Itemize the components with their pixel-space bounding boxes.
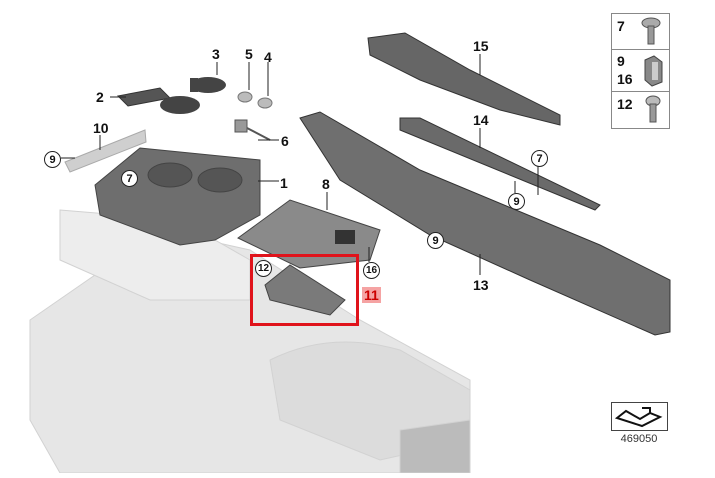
callout-4: 4	[264, 49, 272, 65]
callout-14: 14	[473, 112, 489, 128]
document-number: 469050	[620, 433, 658, 445]
callout-15: 15	[473, 38, 489, 54]
part-14-strip	[399, 117, 601, 211]
callout-8: 8	[322, 176, 330, 192]
flange-screw-icon	[641, 17, 661, 45]
circled-callout-12: 12	[255, 260, 272, 277]
legend-row-9-16[interactable]: 9 16	[612, 50, 669, 92]
legend-row-7[interactable]: 7	[612, 14, 669, 50]
part-8-trim	[237, 199, 381, 269]
part-15-trim	[367, 32, 561, 126]
callout-6: 6	[281, 133, 289, 149]
leader-lines	[61, 54, 539, 275]
screw-icon	[645, 95, 661, 123]
circled-callout-16: 16	[363, 262, 380, 279]
part-6-socket	[234, 119, 271, 141]
arrow-symbol-icon	[614, 407, 663, 428]
callout-10: 10	[93, 120, 109, 136]
callout-13: 13	[473, 277, 489, 293]
circled-callout-9: 9	[44, 151, 61, 168]
callout-1: 1	[280, 175, 288, 191]
center-console-ghost	[29, 209, 471, 474]
part-1-cupholder	[94, 147, 261, 246]
part-3-discs	[160, 77, 226, 114]
circled-callout-7: 7	[531, 150, 548, 167]
highlight-box-part-11[interactable]	[250, 254, 359, 326]
part-13-panel	[299, 111, 671, 336]
circled-callout-9: 9	[427, 232, 444, 249]
legend-row-12[interactable]: 12	[612, 92, 669, 128]
callout-5: 5	[245, 46, 253, 62]
parts-4-5-caps	[237, 91, 273, 109]
fastener-legend: 7 9 16 12	[611, 13, 670, 129]
callout-3: 3	[212, 46, 220, 62]
document-reference-icon	[611, 402, 668, 431]
clip-nut-icon	[644, 55, 663, 87]
circled-callout-9: 9	[508, 193, 525, 210]
part-11-frame	[264, 264, 346, 316]
callout-2: 2	[96, 89, 104, 105]
circled-callout-7: 7	[121, 170, 138, 187]
part-10-strip	[64, 129, 147, 173]
callout-11-highlighted[interactable]: 11	[362, 287, 381, 303]
